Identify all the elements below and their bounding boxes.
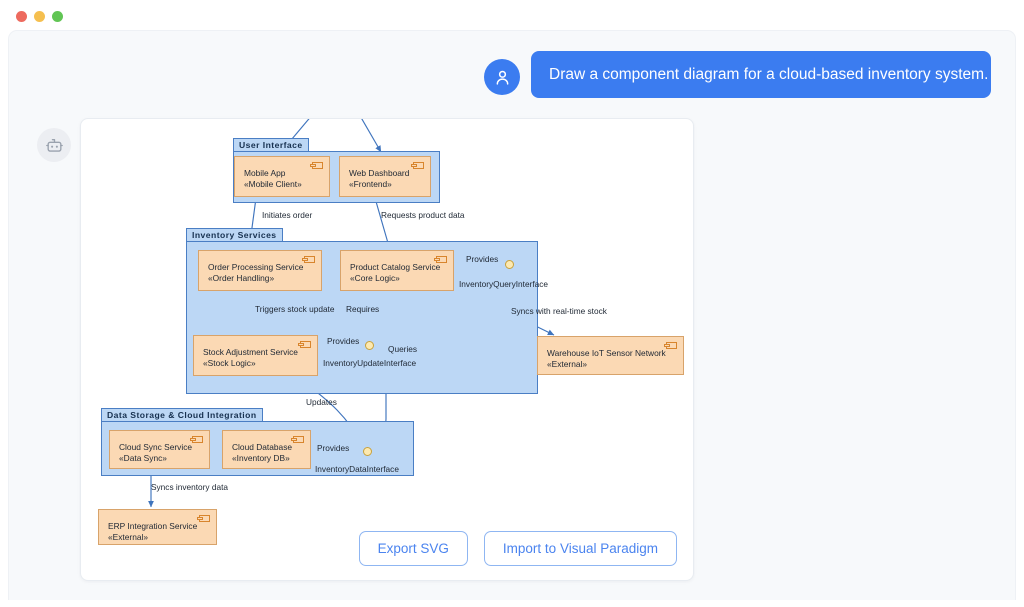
connection-label-triggers-stock-update: Triggers stock update: [255, 304, 335, 314]
component-icon: [290, 436, 304, 443]
package-tab-data-storage: Data Storage & Cloud Integration: [101, 408, 263, 421]
window-controls: [16, 10, 63, 22]
component-icon: [189, 436, 203, 443]
interface-ball-inventory-query: [505, 259, 514, 269]
component-icon: [297, 341, 311, 348]
component-icon: [410, 162, 424, 169]
component-diagram: User Interface Inventory Services Data S…: [81, 119, 693, 580]
component-icon: [663, 342, 677, 349]
interface-ball-inventory-data: [363, 446, 372, 456]
connection-label-syncs-realtime-stock: Syncs with real-time stock: [511, 306, 607, 316]
package-tab-user-interface: User Interface: [233, 138, 309, 151]
component-icon: [196, 515, 210, 522]
interface-provides-label-update: Provides: [327, 336, 360, 346]
connection-label-requests-product-data: Requests product data: [381, 210, 465, 220]
close-button[interactable]: [16, 10, 27, 22]
component-icon: [309, 162, 323, 169]
interface-name-inventory-data: InventoryDataInterface: [315, 464, 399, 474]
user-avatar: [484, 59, 520, 95]
connection-label-queries: Queries: [388, 344, 418, 354]
window-titlebar: [0, 0, 1024, 32]
import-visual-paradigm-button[interactable]: Import to Visual Paradigm: [483, 531, 677, 566]
maximize-button[interactable]: [52, 10, 63, 22]
component-product-catalog-service[interactable]: Product Catalog Service «Core Logic»: [340, 250, 454, 291]
user-message-row: Draw a component diagram for a cloud-bas…: [484, 51, 991, 99]
interface-name-inventory-update: InventoryUpdateInterface: [323, 358, 417, 368]
user-message-bubble: Draw a component diagram for a cloud-bas…: [531, 51, 991, 99]
connection-label-requires: Requires: [346, 304, 380, 314]
connection-label-initiates-order: Initiates order: [262, 210, 313, 220]
export-svg-button[interactable]: Export SVG: [358, 531, 468, 566]
component-mobile-app[interactable]: Mobile App «Mobile Client»: [234, 156, 330, 197]
interface-provides-label-query: Provides: [466, 254, 499, 264]
component-icon: [301, 256, 315, 263]
component-erp-integration-service[interactable]: ERP Integration Service «External»: [98, 509, 217, 545]
interface-ball-inventory-update: [365, 340, 374, 350]
component-cloud-database[interactable]: Cloud Database «Inventory DB»: [222, 430, 311, 469]
assistant-avatar: [37, 128, 71, 162]
component-icon: [433, 256, 447, 263]
component-stock-adjustment-service[interactable]: Stock Adjustment Service «Stock Logic»: [193, 335, 318, 376]
card-actions: Export SVG Import to Visual Paradigm: [358, 531, 677, 566]
component-web-dashboard[interactable]: Web Dashboard «Frontend»: [339, 156, 431, 197]
connection-label-updates: Updates: [306, 397, 337, 407]
component-order-processing-service[interactable]: Order Processing Service «Order Handling…: [198, 250, 322, 291]
interface-provides-label-data: Provides: [317, 443, 350, 453]
package-tab-inventory-services: Inventory Services: [186, 228, 283, 241]
user-icon: [496, 70, 508, 85]
minimize-button[interactable]: [34, 10, 45, 22]
diagram-card: User Interface Inventory Services Data S…: [80, 118, 694, 581]
component-cloud-sync-service[interactable]: Cloud Sync Service «Data Sync»: [109, 430, 210, 469]
component-warehouse-iot-sensor-network[interactable]: Warehouse IoT Sensor Network «External»: [537, 336, 684, 375]
connection-label-syncs-inventory-data: Syncs inventory data: [151, 482, 229, 492]
chat-canvas: Draw a component diagram for a cloud-bas…: [8, 30, 1016, 600]
interface-name-inventory-query: InventoryQueryInterface: [459, 279, 549, 289]
robot-icon: [45, 138, 63, 152]
